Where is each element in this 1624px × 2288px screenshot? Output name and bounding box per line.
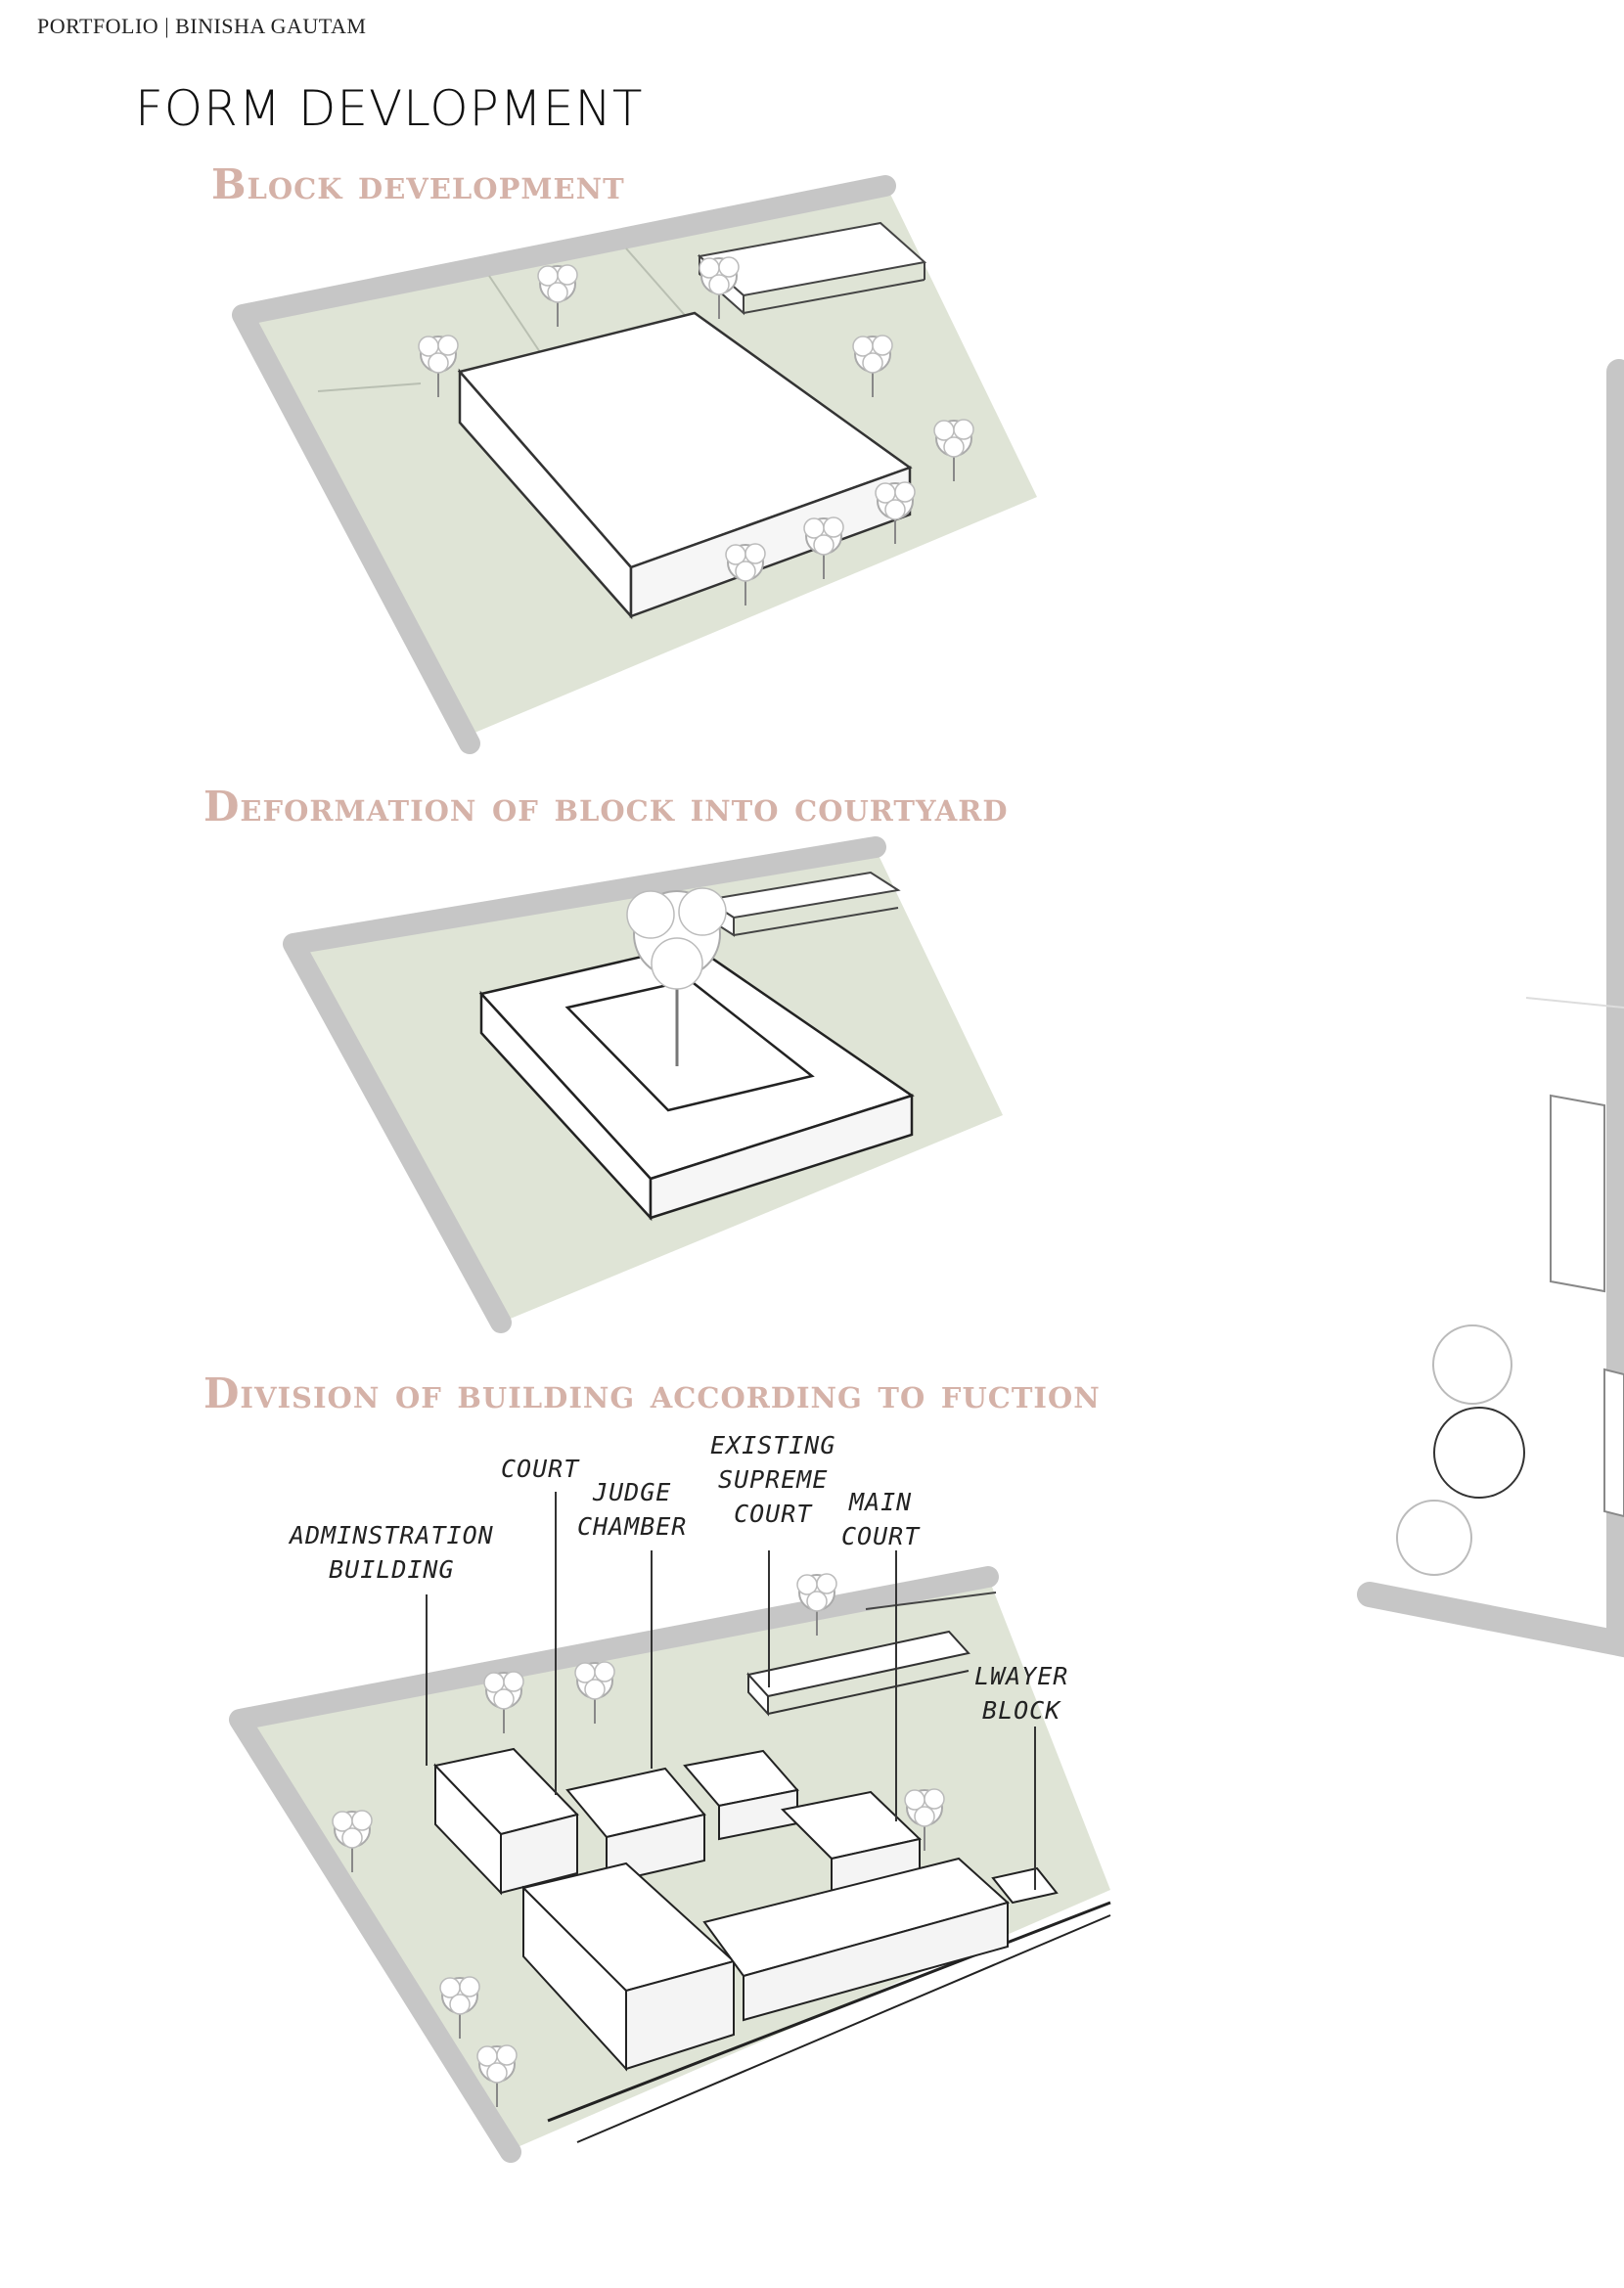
label-existing-supreme-court: EXISTING SUPREME COURT xyxy=(710,1428,835,1531)
existing-supreme-court-block xyxy=(746,1630,970,1717)
label-line: COURT xyxy=(841,1522,921,1550)
label-line: LWAYER xyxy=(974,1662,1069,1690)
block-development-diagram xyxy=(232,175,1037,754)
functional-division-diagram xyxy=(229,1492,1111,2163)
label-line: JUDGE xyxy=(593,1478,672,1506)
front-court-block xyxy=(521,1862,737,2072)
label-line: SUPREME xyxy=(718,1465,829,1494)
label-line: ADMINSTRATION xyxy=(290,1521,494,1549)
label-line: EXISTING xyxy=(710,1431,836,1459)
site-boundary-edge xyxy=(232,175,896,754)
site-boundary-line xyxy=(547,1901,1111,2123)
solid-mass-block xyxy=(457,311,913,620)
court-mass xyxy=(565,1767,706,1885)
lawyer-block-mass xyxy=(702,1857,1059,2022)
page-title: FORM DEVLOPMENT xyxy=(135,80,644,137)
site-boundary-edge xyxy=(283,836,886,1333)
courtyard-mass xyxy=(478,943,915,1222)
section-title-courtyard-deformation: Deformation of block into courtyard xyxy=(203,783,1009,830)
label-line: MAIN xyxy=(849,1488,913,1516)
administration-building-mass xyxy=(433,1747,579,1896)
site-path-line xyxy=(317,382,422,392)
label-administration-building: ADMINSTRATION BUILDING xyxy=(290,1518,494,1587)
section-title-functional-division: Division of building according to fuctio… xyxy=(203,1369,1101,1417)
judge-chamber-mass xyxy=(683,1749,799,1841)
portfolio-header: PORTFOLIO | BINISHA GAUTAM xyxy=(37,14,367,38)
site-boundary-line xyxy=(865,1592,997,1610)
label-court-text: COURT xyxy=(501,1455,580,1483)
courtyard-tree xyxy=(626,887,727,1066)
label-line: BLOCK xyxy=(982,1696,1061,1725)
courtyard-deformation-diagram xyxy=(283,836,1003,1333)
label-line: CHAMBER xyxy=(577,1512,688,1541)
site-boundary-line xyxy=(576,1914,1111,2143)
site-boundary-edge xyxy=(229,1566,999,2163)
label-main-court: MAIN COURT xyxy=(841,1485,920,1553)
adjacent-plan-fragment xyxy=(1357,359,1624,1658)
label-court: COURT xyxy=(501,1452,579,1486)
label-judge-chamber: JUDGE CHAMBER xyxy=(577,1475,687,1544)
label-line: COURT xyxy=(734,1500,813,1528)
section-title-block-development: Block development xyxy=(211,160,625,208)
label-line: BUILDING xyxy=(329,1555,455,1584)
leader-lines xyxy=(426,1492,1036,1890)
site-path-line xyxy=(488,275,549,365)
label-lawyer-block: LWAYER BLOCK xyxy=(974,1659,1068,1727)
